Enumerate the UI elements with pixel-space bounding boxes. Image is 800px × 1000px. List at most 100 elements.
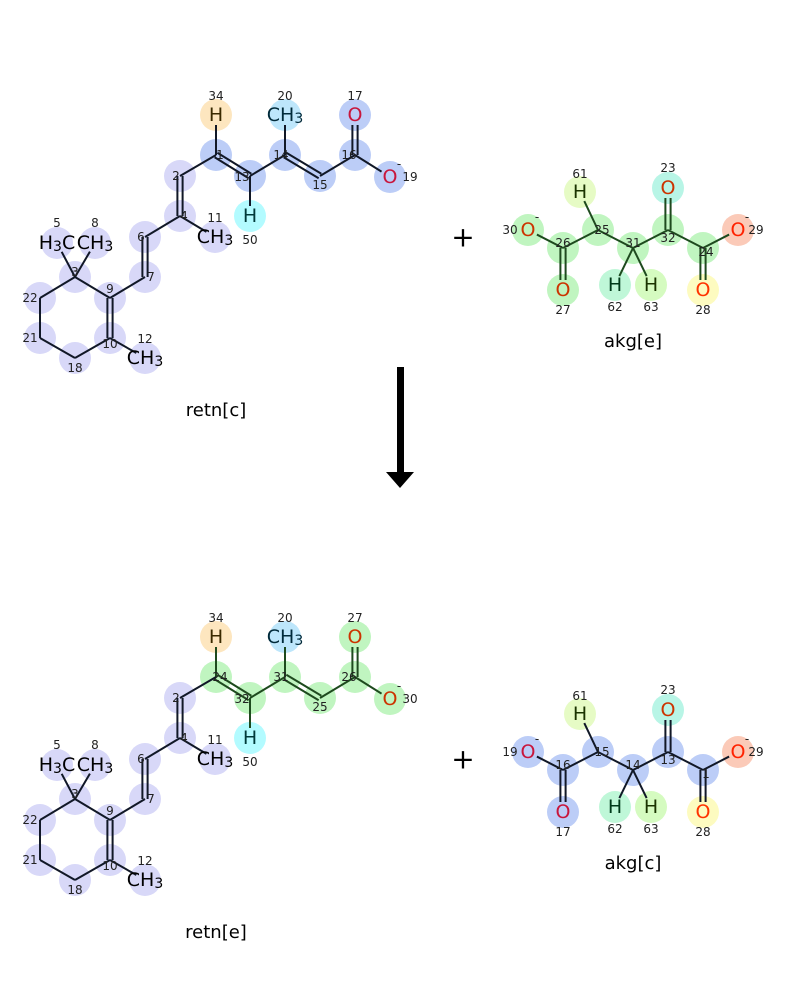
atom-number-21: 21 <box>22 331 37 345</box>
atom-symbol-30: O <box>521 219 536 241</box>
bond-24-2 <box>179 676 217 699</box>
bonds <box>39 647 383 881</box>
atom-number-16: 16 <box>341 148 356 162</box>
atom-number-4: 4 <box>180 209 188 223</box>
atom-number-18: 18 <box>67 361 82 375</box>
atom-number-15: 15 <box>312 178 327 192</box>
atom-highlight-62 <box>599 269 631 301</box>
atom-symbol-29: O <box>731 219 746 241</box>
atom-number-6: 6 <box>137 230 145 244</box>
bond-31-25 <box>285 673 322 697</box>
atom-highlight-27 <box>547 274 579 306</box>
atom-number-29: 29 <box>748 745 763 759</box>
atom-number-26: 26 <box>555 236 570 250</box>
bond-32-31 <box>249 676 286 699</box>
atom-symbol-23: O <box>661 177 676 199</box>
bond-16-19 <box>354 154 383 173</box>
atom-number-24: 24 <box>698 245 713 259</box>
atom-highlight-5 <box>41 227 73 259</box>
bond-19-16 <box>536 755 564 771</box>
atoms: H342432H5031CH3​202526O27O-3024CH3​11679… <box>22 611 417 897</box>
atom-highlight-20 <box>269 621 301 653</box>
atom-number-1: 1 <box>702 767 710 781</box>
bond-26-30 <box>354 676 383 695</box>
bond-15-61 <box>583 722 599 753</box>
atom-highlight-11 <box>199 221 231 253</box>
bond-14-15 <box>285 151 322 175</box>
bond-32-24 <box>667 229 704 249</box>
atom-symbol-27: O <box>348 626 363 648</box>
bond-3-22 <box>39 798 76 821</box>
bond-4-6 <box>144 737 181 760</box>
atom-symbol-34: H <box>209 626 223 648</box>
bond-24-32 <box>216 673 252 697</box>
bond-15-16 <box>319 154 356 177</box>
atom-number-30: 30 <box>402 692 417 706</box>
atom-number-23: 23 <box>660 161 675 175</box>
atom-symbol-19: O <box>521 741 536 763</box>
atom-number-20: 20 <box>277 89 292 103</box>
atom-number-5: 5 <box>53 216 61 230</box>
atom-highlight-63 <box>635 269 667 301</box>
bond-25-31 <box>597 229 634 249</box>
atom-highlight-20 <box>269 99 301 131</box>
atom-number-21: 21 <box>22 853 37 867</box>
atom-number-23: 23 <box>660 683 675 697</box>
atom-symbol-11: CH3​ <box>197 748 233 771</box>
atom-symbol-63: H <box>644 274 658 296</box>
atom-highlight-17 <box>339 99 371 131</box>
atom-highlight-19 <box>512 736 544 768</box>
bond-3-8 <box>74 251 91 278</box>
atom-number-6: 6 <box>137 752 145 766</box>
atom-number-12: 12 <box>137 332 152 346</box>
bond-1-2 <box>179 154 217 177</box>
bond-24-32 <box>214 678 250 702</box>
atom-number-22: 22 <box>22 813 37 827</box>
atom-symbol-34: H <box>209 104 223 126</box>
atom-number-18: 18 <box>67 883 82 897</box>
charge-29: - <box>745 210 749 224</box>
molecule-akg-c: O-1916O1715H6114H62H6313O231O28O-29akg[c… <box>502 683 763 874</box>
atom-number-25: 25 <box>312 700 327 714</box>
bond-1-29 <box>702 755 730 771</box>
atom-symbol-29: O <box>731 741 746 763</box>
atom-number-1: 1 <box>216 148 224 162</box>
atom-number-8: 8 <box>91 738 99 752</box>
atom-symbol-5: H3​C <box>39 754 76 777</box>
atom-highlight-29 <box>722 214 754 246</box>
bonds <box>39 125 383 359</box>
atom-number-34: 34 <box>208 611 223 625</box>
atom-number-34: 34 <box>208 89 223 103</box>
atom-symbol-62: H <box>608 274 622 296</box>
bond-1-13 <box>214 156 250 180</box>
atom-highlight-62 <box>599 791 631 823</box>
bond-14-63 <box>632 769 648 799</box>
atom-number-61: 61 <box>572 689 587 703</box>
atom-number-25: 25 <box>594 223 609 237</box>
atom-number-4: 4 <box>180 731 188 745</box>
atom-highlight-30 <box>374 683 406 715</box>
reaction-arrow <box>386 367 414 488</box>
bond-31-32 <box>632 229 669 249</box>
bond-16-15 <box>562 751 599 771</box>
atom-number-63: 63 <box>643 822 658 836</box>
atom-number-10: 10 <box>102 337 117 351</box>
charge-30: - <box>535 210 539 224</box>
atom-number-13: 13 <box>234 170 249 184</box>
atom-number-14: 14 <box>625 758 640 772</box>
atom-symbol-61: H <box>573 181 587 203</box>
molecule-akg-e: O-3026O2725H6131H62H6332O2324O28O-29akg[… <box>502 161 763 352</box>
bond-14-62 <box>618 769 634 799</box>
bond-18-10 <box>74 859 111 881</box>
atom-number-9: 9 <box>106 282 114 296</box>
bond-21-18 <box>39 337 76 359</box>
atom-number-7: 7 <box>147 792 155 806</box>
bond-4-11 <box>179 215 207 233</box>
atom-number-28: 28 <box>695 825 710 839</box>
atom-symbol-62: H <box>608 796 622 818</box>
atom-symbol-63: H <box>644 796 658 818</box>
atom-number-32: 32 <box>660 231 675 245</box>
atom-symbol-19: O <box>383 166 398 188</box>
bond-13-1 <box>667 751 704 771</box>
